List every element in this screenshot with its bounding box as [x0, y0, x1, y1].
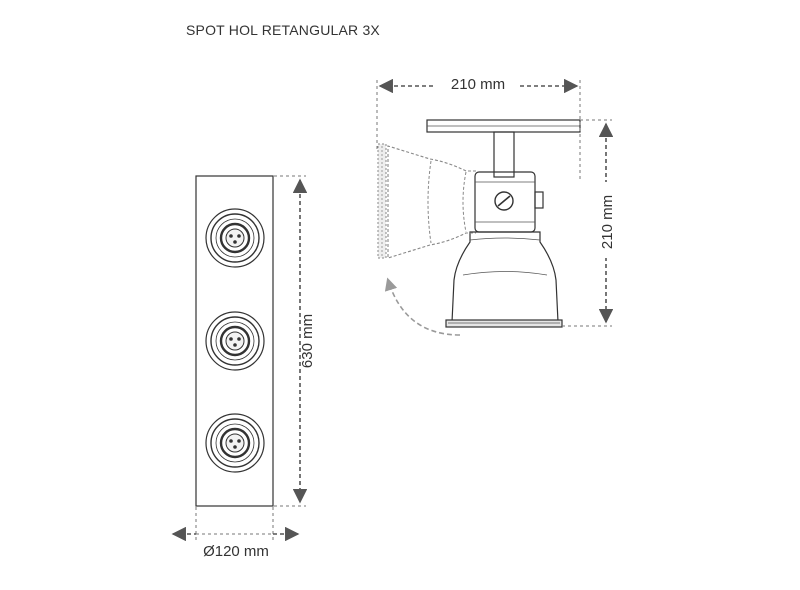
height-label: 210 mm	[599, 195, 616, 249]
dimension-length: 630 mm	[274, 175, 316, 507]
drawing-title: SPOT HOL RETANGULAR 3X	[186, 22, 380, 38]
spot-3	[205, 413, 265, 473]
spot-2	[205, 311, 265, 371]
diameter-label: Ø120 mm	[203, 543, 269, 560]
spot-1	[205, 208, 265, 268]
lamp-down	[445, 231, 563, 328]
rotation-arrow	[384, 277, 461, 336]
front-view: 630 mm Ø120 mm	[171, 175, 316, 560]
side-view: 210 mm 210 mm	[376, 72, 618, 336]
dimension-diameter: Ø120 mm	[171, 507, 300, 560]
lamp-rotated	[377, 143, 476, 259]
length-label: 630 mm	[299, 314, 316, 368]
dimension-height: 210 mm	[562, 119, 618, 327]
dimension-width: 210 mm	[376, 72, 581, 180]
width-label: 210 mm	[451, 76, 505, 93]
